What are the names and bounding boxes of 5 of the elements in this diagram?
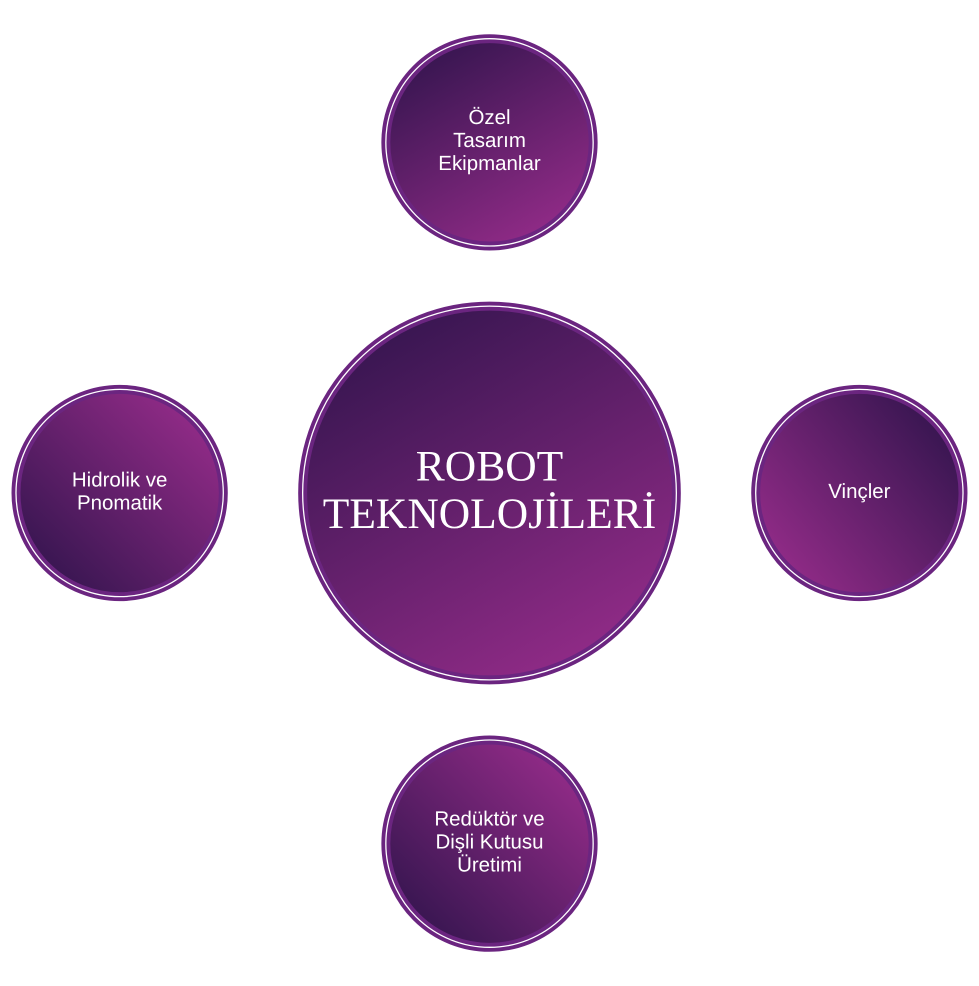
node-circle: Hidrolik ve Pnomatik bbox=[12, 384, 228, 602]
node-circle: Redüktör ve Dişli Kutusu Üretimi bbox=[381, 736, 598, 952]
node-circle: ROBOT TEKNOLOJİLERİ bbox=[298, 302, 681, 684]
node-circle: Özel Tasarım Ekipmanlar bbox=[381, 34, 598, 250]
node-circle: Vinçler bbox=[751, 384, 968, 602]
